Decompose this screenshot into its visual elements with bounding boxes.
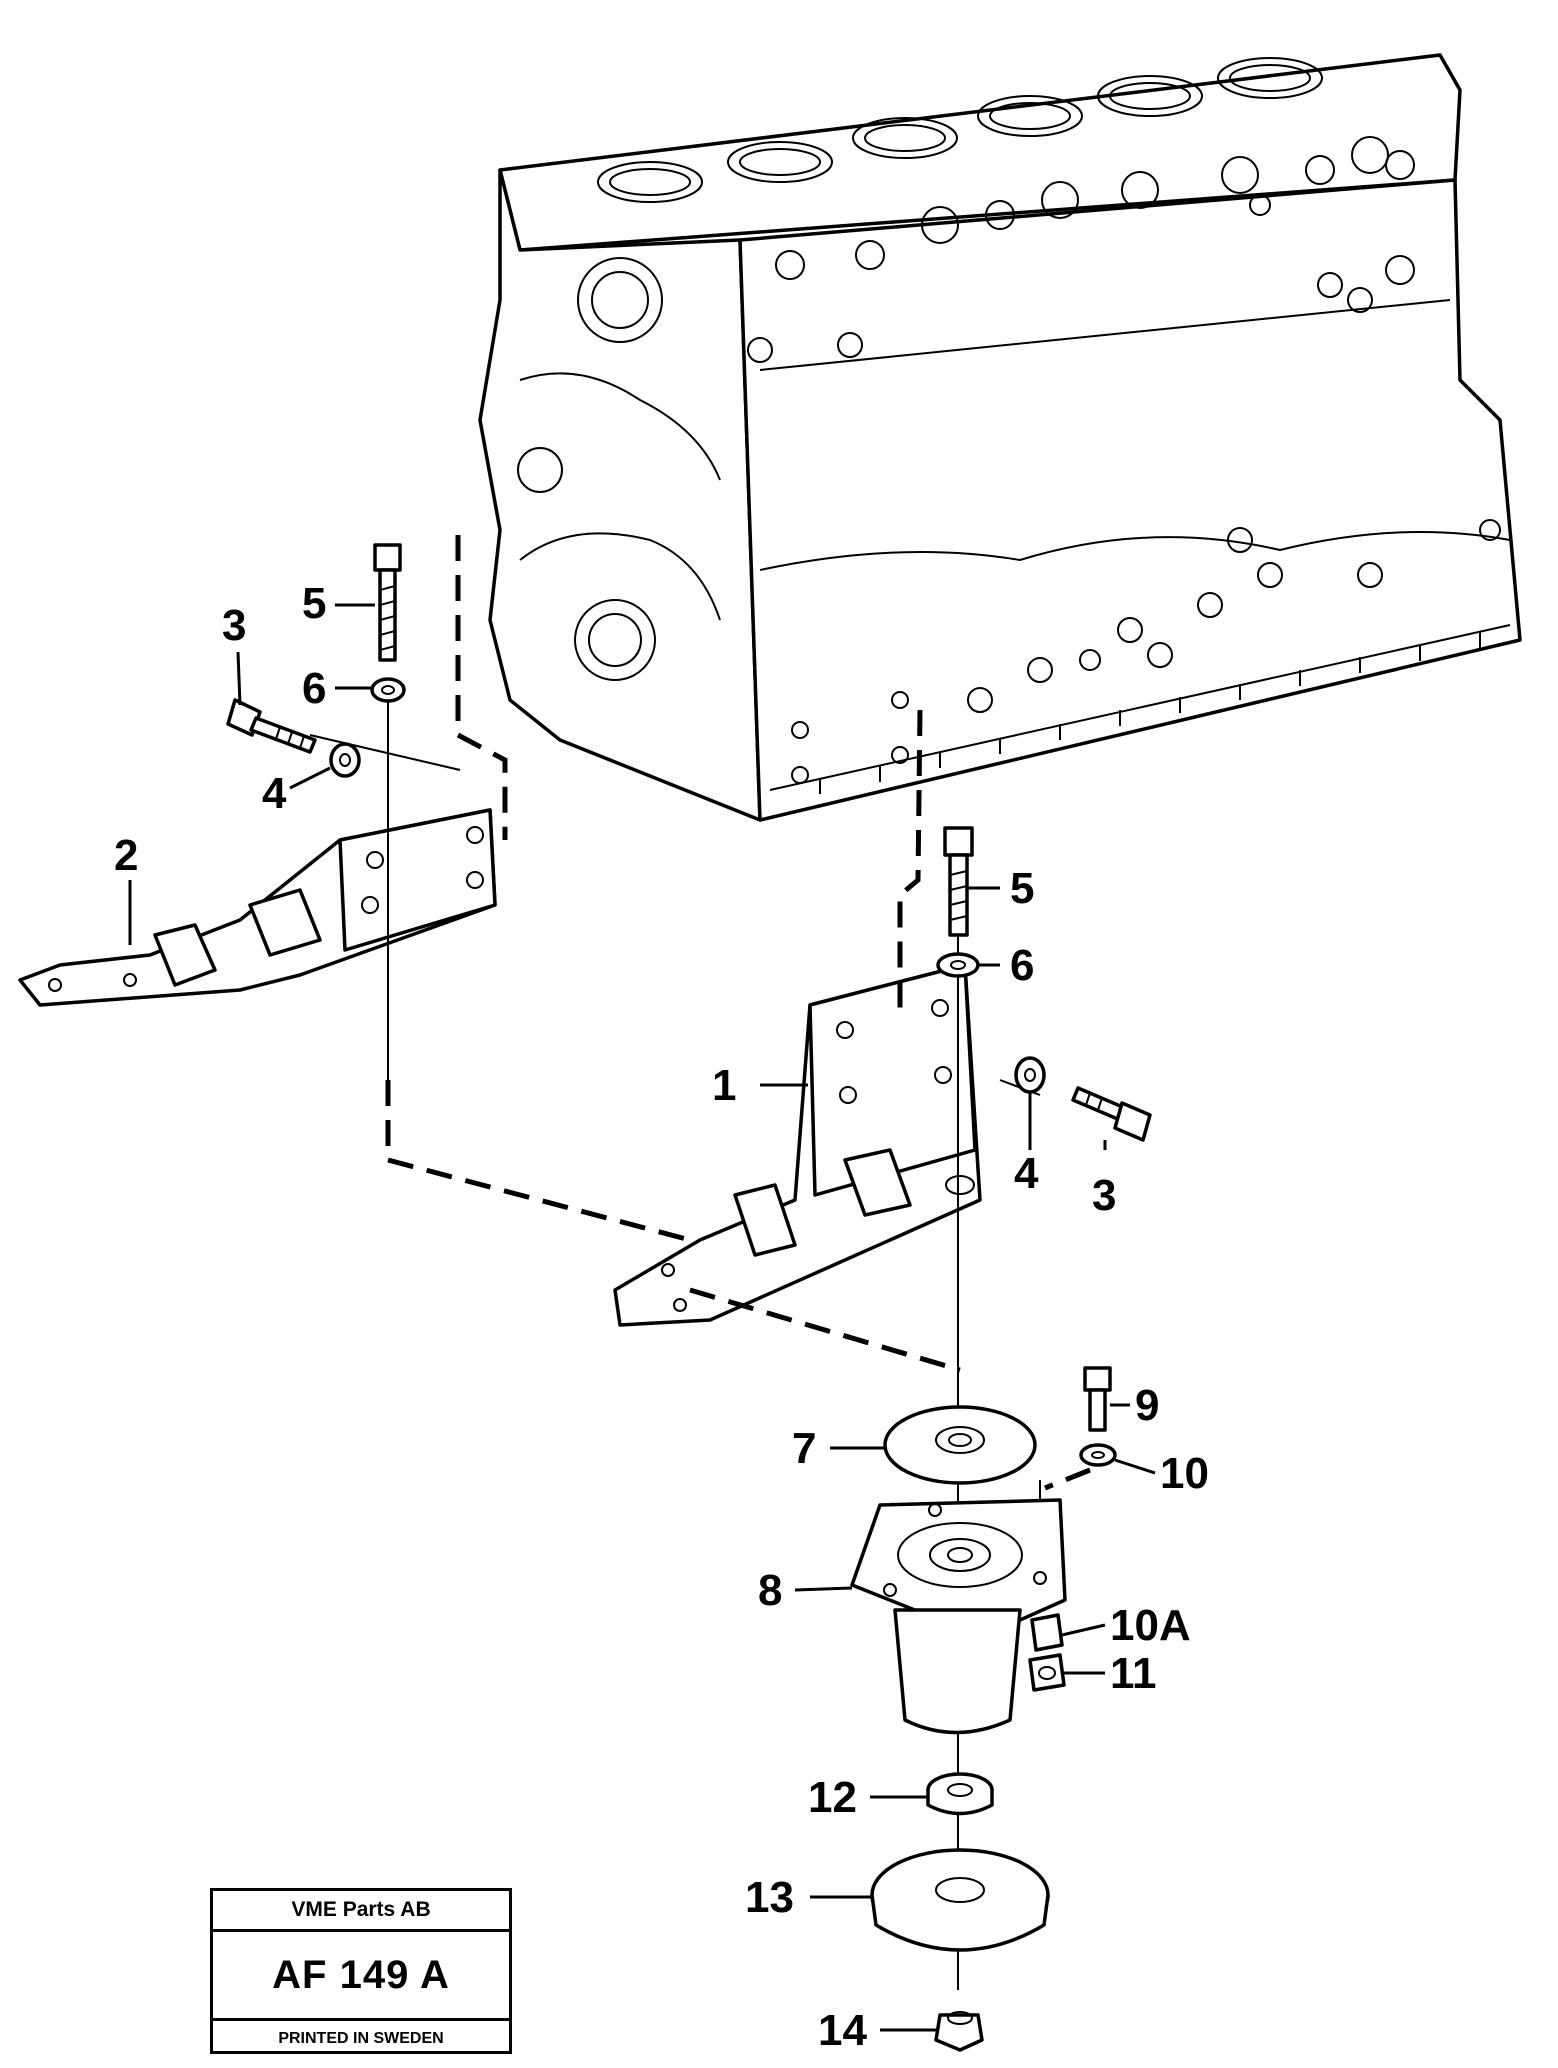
callout-4-left: 4 <box>262 769 287 818</box>
callout-14: 14 <box>818 2006 867 2055</box>
callout-3-right: 3 <box>1092 1171 1116 1220</box>
callout-8: 8 <box>758 1566 782 1615</box>
right-fasteners <box>936 826 1152 1142</box>
callout-5-left: 5 <box>302 579 326 628</box>
left-engine-bracket <box>18 808 497 1007</box>
engine-block <box>478 53 1522 822</box>
callout-3-left: 3 <box>222 601 246 650</box>
callout-4-right: 4 <box>1014 1149 1039 1198</box>
callout-10a: 10A <box>1110 1601 1191 1650</box>
leader-lines <box>128 603 1156 2032</box>
company-name: VME Parts AB <box>213 1891 509 1932</box>
callout-6-left: 6 <box>302 664 326 713</box>
left-fasteners <box>226 543 406 778</box>
callout-10: 10 <box>1160 1449 1209 1498</box>
callout-5-right: 5 <box>1010 864 1034 913</box>
callout-9: 9 <box>1135 1381 1159 1430</box>
callout-12: 12 <box>808 1773 857 1822</box>
callout-11: 11 <box>1110 1649 1157 1698</box>
rubber-mount-stack <box>850 1366 1117 2052</box>
title-block: VME Parts AB AF 149 A PRINTED IN SWEDEN <box>210 1888 512 2054</box>
callout-1: 1 <box>712 1061 736 1110</box>
callout-2: 2 <box>114 831 138 880</box>
printed-note: PRINTED IN SWEDEN <box>278 2030 444 2047</box>
callout-labels: 5 6 3 4 2 5 6 1 4 3 9 7 10 8 10A 11 12 1… <box>114 579 1209 2055</box>
right-engine-bracket <box>613 963 982 1327</box>
callout-6-right: 6 <box>1010 941 1034 990</box>
assembly-dashed-lines <box>385 535 1091 1491</box>
reference-number: AF 149 A <box>213 1932 509 2021</box>
callout-13: 13 <box>745 1873 794 1922</box>
callout-7: 7 <box>792 1424 816 1473</box>
